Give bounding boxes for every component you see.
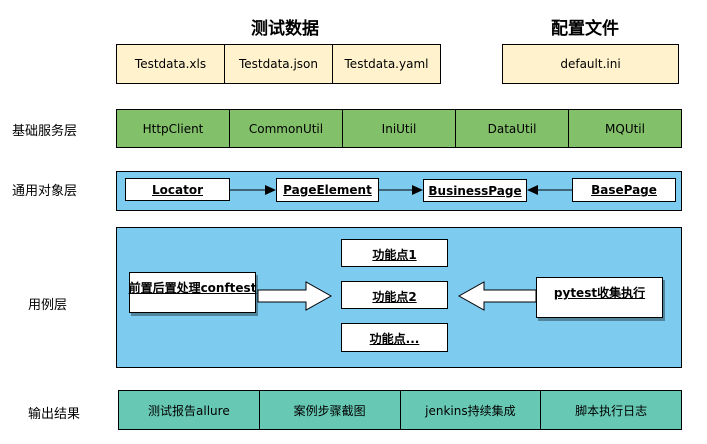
output-script-logs: 脚本执行日志 xyxy=(575,403,648,418)
service-datautil: DataUtil xyxy=(456,110,569,147)
output-allure-report: 测试报告allure xyxy=(119,391,260,429)
service-iniutil: IniUtil xyxy=(343,110,456,147)
setup-teardown-box: 前置后置处理conftest xyxy=(129,272,256,313)
data-file-yaml: Testdata.yaml xyxy=(344,57,429,71)
business-page-box: BusinessPage xyxy=(423,179,527,202)
heading-config-file: 配置文件 xyxy=(551,19,619,39)
block-arrow-right xyxy=(257,281,333,311)
service-commonutil: CommonUtil xyxy=(230,110,343,147)
feature-2-box: 功能点2 xyxy=(341,281,448,309)
data-file-xls: Testdata.xls xyxy=(117,45,225,83)
config-file-default-ini: default.ini xyxy=(560,57,621,71)
layer-label-base-services: 基础服务层 xyxy=(12,124,78,139)
base-services-row: HttpClient CommonUtil IniUtil DataUtil M… xyxy=(116,109,682,148)
output-jenkins-ci: jenkins持续集成 xyxy=(401,391,542,429)
heading-test-data: 测试数据 xyxy=(251,19,319,39)
output-row: 测试报告allure 案例步骤截图 jenkins持续集成 脚本执行日志 xyxy=(118,390,682,430)
service-mqutil: MQUtil xyxy=(605,121,645,136)
arrow-basepage-to-businesspage xyxy=(527,185,572,195)
feature-more-box: 功能点... xyxy=(341,323,448,352)
layer-label-output: 输出结果 xyxy=(28,407,81,422)
pytest-collect-box: pytest收集执行 xyxy=(536,277,663,318)
feature-1-box: 功能点1 xyxy=(341,239,448,267)
service-httpclient: HttpClient xyxy=(117,110,230,147)
test-data-files-row: Testdata.xls Testdata.json Testdata.yaml xyxy=(116,44,441,84)
arrow-pageelement-to-businesspage xyxy=(379,185,423,195)
data-file-json: Testdata.json xyxy=(225,45,333,83)
config-files-row: default.ini xyxy=(502,44,679,84)
output-case-screenshots: 案例步骤截图 xyxy=(260,391,401,429)
locator-box: Locator xyxy=(125,178,230,201)
layer-label-test-cases: 用例层 xyxy=(28,298,68,313)
page-element-box: PageElement xyxy=(276,178,379,202)
base-page-box: BasePage xyxy=(572,178,676,202)
layer-label-common-objects: 通用对象层 xyxy=(12,184,78,199)
arrow-locator-to-pageelement xyxy=(230,185,276,195)
block-arrow-left xyxy=(457,281,537,311)
